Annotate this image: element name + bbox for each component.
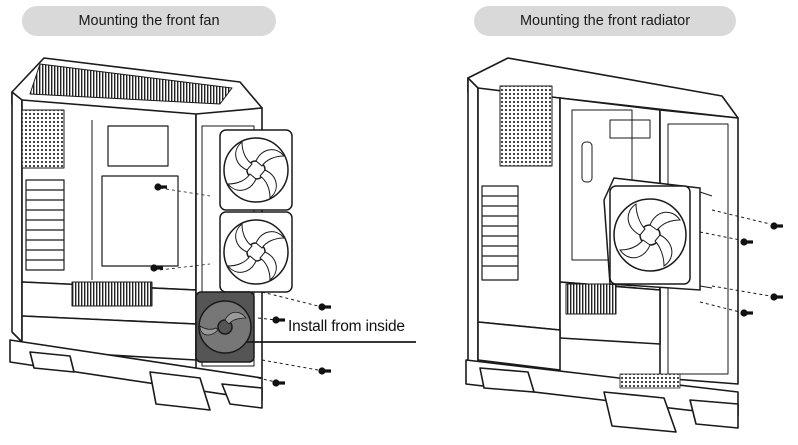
pc-case-right <box>465 57 739 433</box>
screw-guides-right <box>699 209 771 313</box>
front-radiator-title: Mounting the front radiator <box>474 6 736 36</box>
install-from-inside-label: Install from inside <box>288 318 405 335</box>
case-fan-middle <box>219 211 293 293</box>
front-fan-title: Mounting the front fan <box>22 6 276 36</box>
case-fan-bottom <box>195 291 255 363</box>
radiator <box>603 177 713 291</box>
screw-guides-left <box>159 187 319 383</box>
case-fan-top <box>219 129 293 211</box>
screw-icon <box>740 222 783 317</box>
